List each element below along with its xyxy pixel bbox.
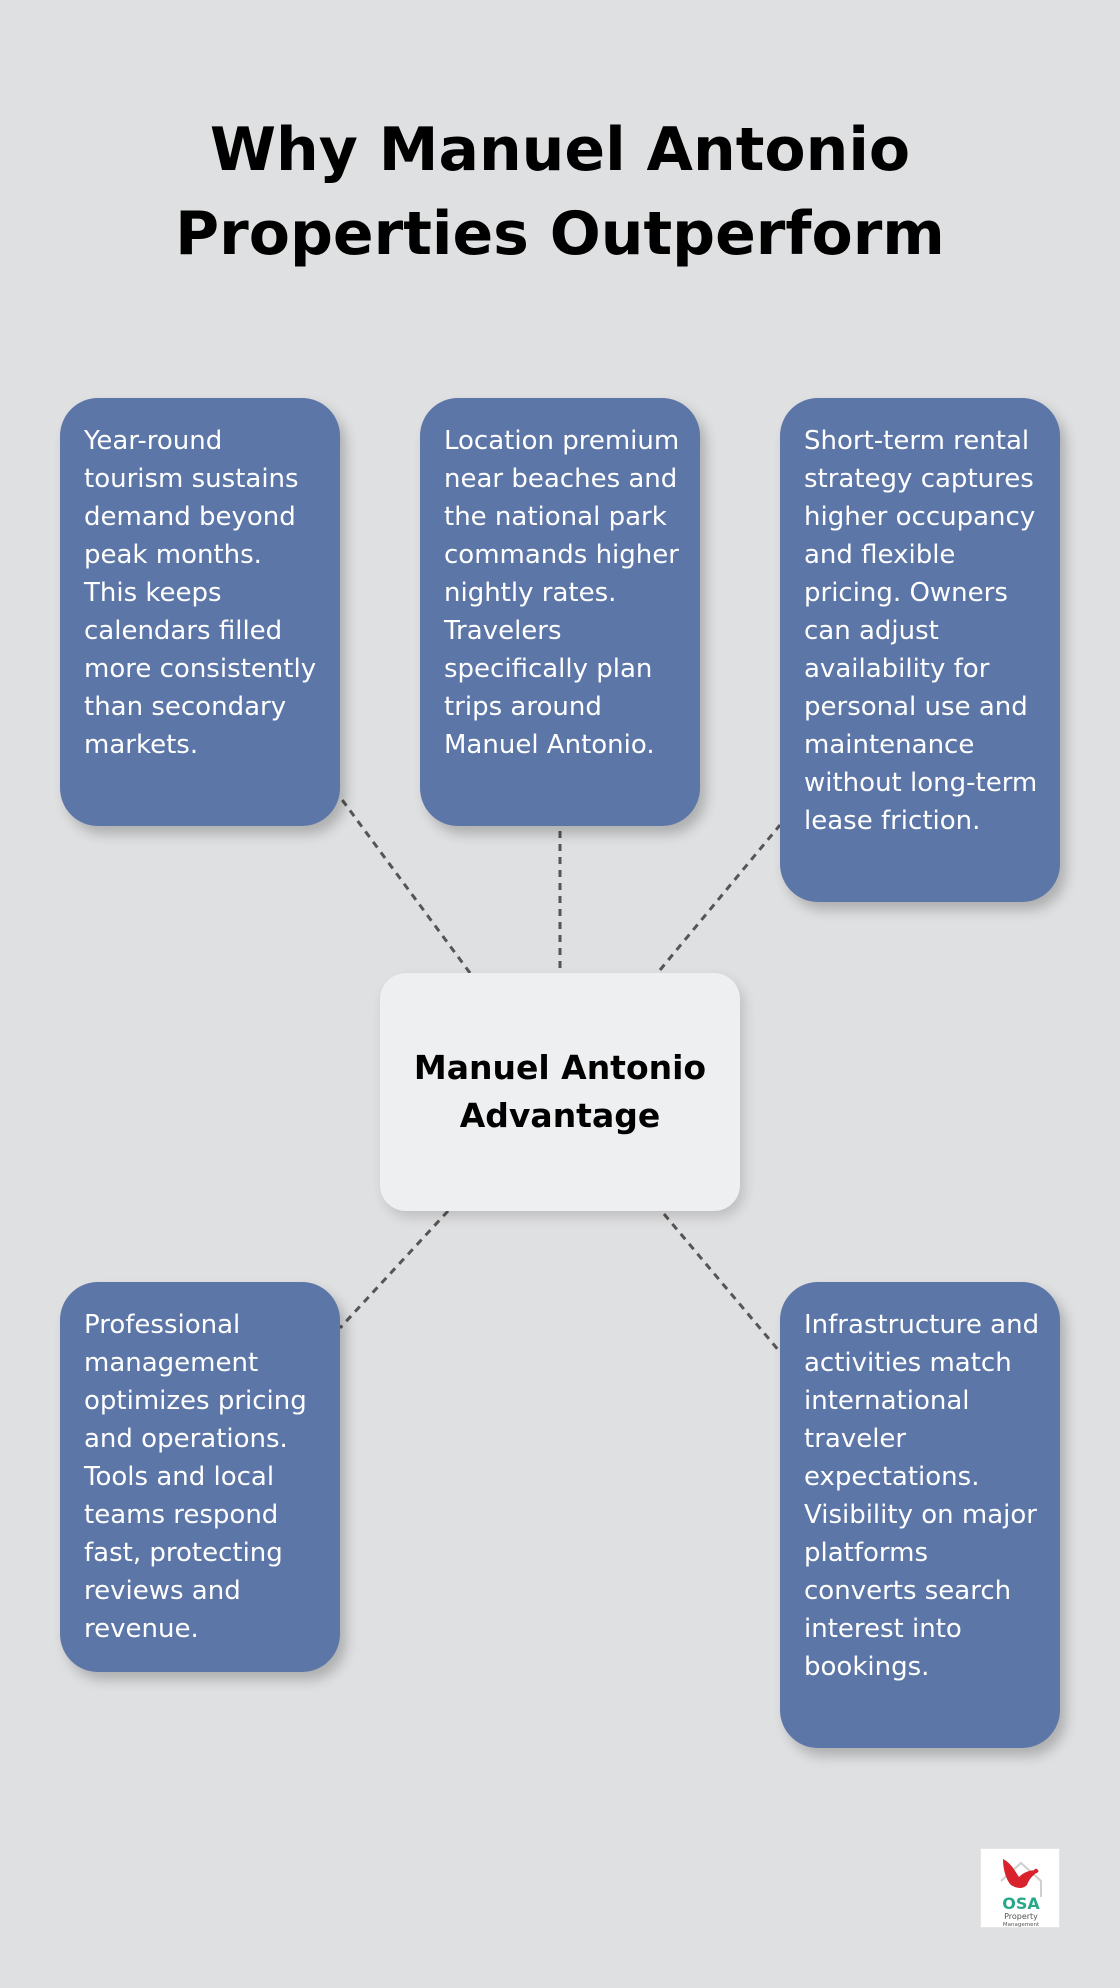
node-location: Location premium near beaches and the na…: [420, 398, 700, 826]
edge-center-tourism: [338, 796, 472, 974]
edge-center-management: [338, 1209, 450, 1330]
page-title: Why Manuel Antonio Properties Outperform: [0, 108, 1120, 276]
logo-line-2: Management: [1003, 1922, 1040, 1928]
center-node: Manuel Antonio Advantage: [380, 973, 740, 1211]
logo-wordmark: OSA: [1002, 1894, 1040, 1913]
node-management: Professional management optimizes pricin…: [60, 1282, 340, 1672]
edge-center-short-term: [658, 824, 782, 971]
edge-center-infrastructure: [662, 1213, 782, 1353]
center-label: Manuel Antonio Advantage: [413, 1048, 707, 1135]
logo-line-1: Property: [1004, 1912, 1038, 1921]
title-line-1: Why Manuel Antonio: [209, 115, 911, 185]
node-infrastructure: Infrastructure and activities match inte…: [780, 1282, 1060, 1748]
bird-house-icon: OSA Property Management: [1000, 1859, 1042, 1928]
node-short-term: Short-term rental strategy captures high…: [780, 398, 1060, 902]
node-tourism: Year-round tourism sustains demand beyon…: [60, 398, 340, 826]
title-line-2: Properties Outperform: [175, 199, 945, 269]
company-logo: OSA Property Management: [980, 1848, 1060, 1928]
